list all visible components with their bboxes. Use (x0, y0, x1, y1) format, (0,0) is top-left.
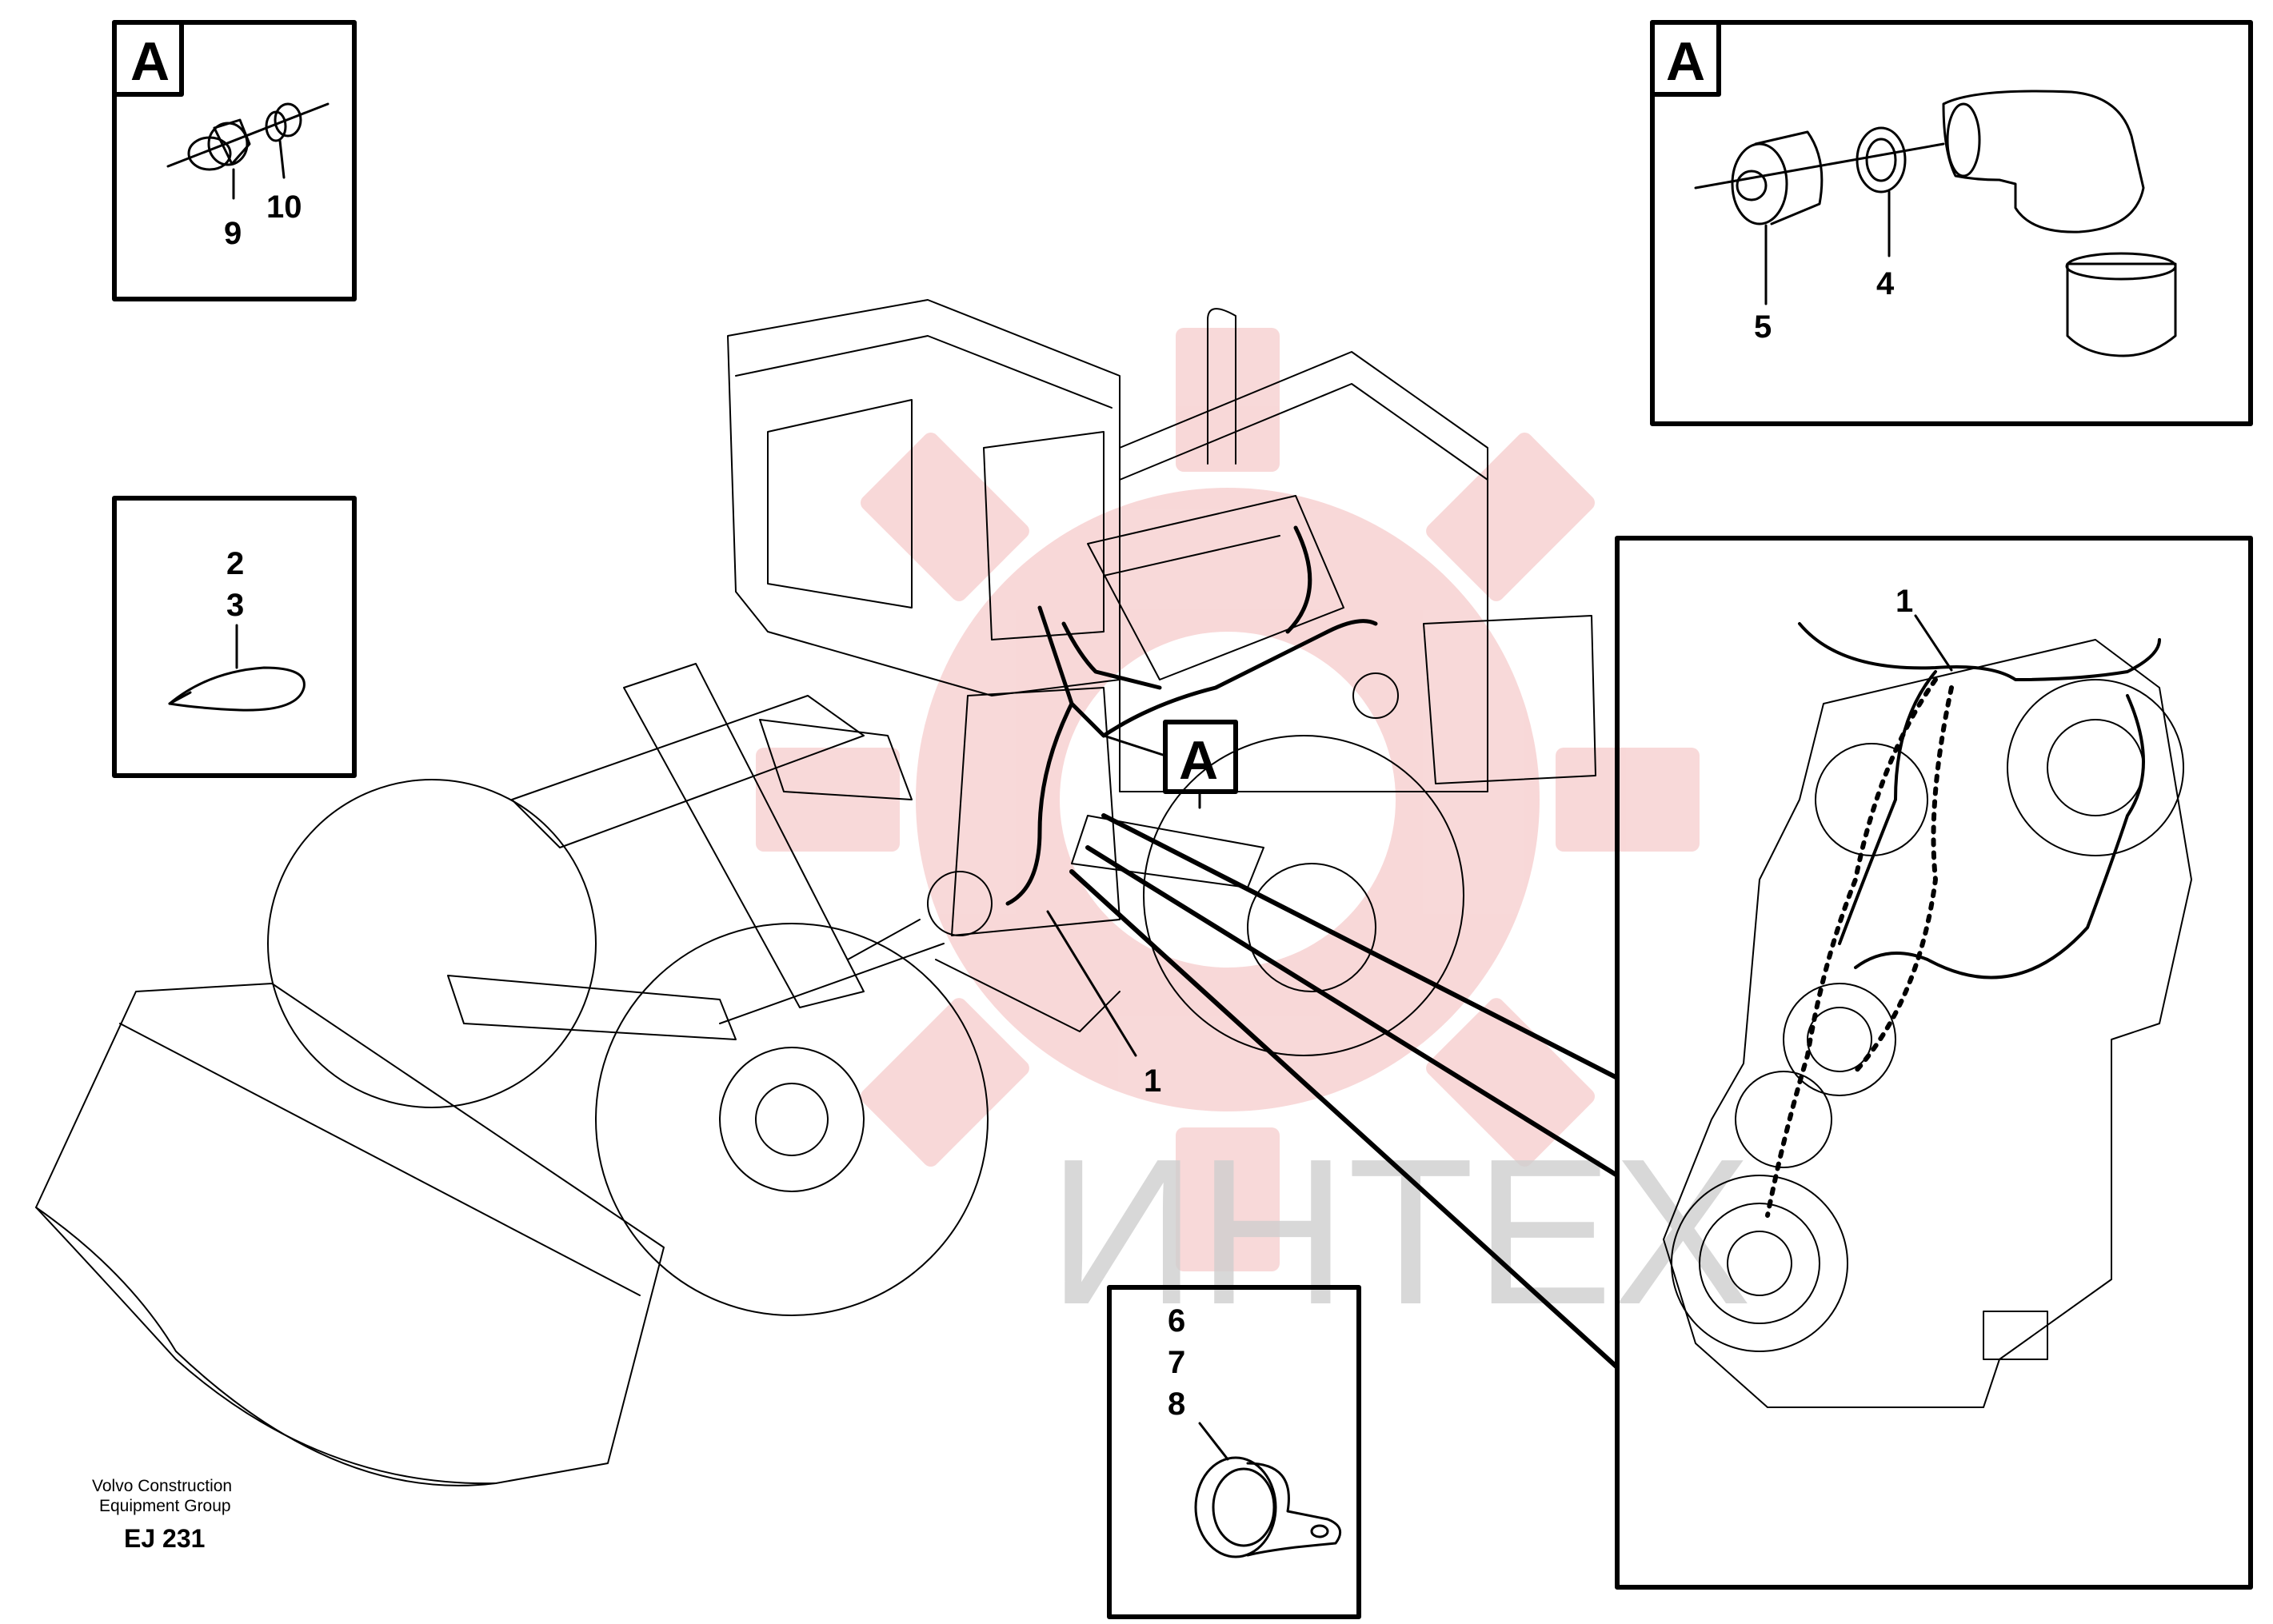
watermark: ИНТЕХ (756, 328, 1752, 1348)
inset-top-right: A 5 4 (1650, 20, 2253, 426)
harness-detail-dashed (1765, 677, 1954, 1218)
detail-marker: A (1102, 720, 1238, 809)
harness-detail (1798, 622, 2161, 980)
cable-tie-icon (168, 624, 306, 712)
company-name: Volvo Construction (92, 1477, 232, 1495)
part-label: 8 (1168, 1387, 1185, 1422)
inset-top-left: A 9 10 (112, 20, 357, 301)
part-label: 1 (1144, 1063, 1161, 1099)
part-label: 6 (1168, 1303, 1185, 1339)
wiring-harness (1005, 525, 1378, 906)
drawing-code: EJ 231 (124, 1524, 205, 1553)
part-label: 5 (1754, 309, 1772, 345)
inset-letter: A (130, 31, 170, 92)
part-label: 4 (1876, 266, 1895, 301)
connector-icon (1694, 90, 2177, 357)
part-label: 1 (1895, 584, 1913, 619)
wheel-loader-drawing (35, 299, 1596, 1486)
part-label: 3 (226, 588, 244, 623)
detail-letter: A (1179, 730, 1218, 791)
inset-bottom: 6 7 8 (1107, 1285, 1361, 1619)
part-label: 9 (224, 216, 242, 251)
watermark-text: ИНТЕХ (1048, 1116, 1752, 1348)
part-label: 7 (1168, 1345, 1185, 1380)
part-label: 10 (266, 190, 302, 225)
clamp-icon (1194, 1422, 1342, 1558)
footer: Volvo Construction Equipment Group EJ 23… (92, 1477, 232, 1553)
projection-lines (1069, 813, 1620, 1370)
leader-part-1: 1 (1046, 910, 1161, 1099)
connector-icon (166, 102, 330, 200)
transmission-drawing (1663, 639, 2192, 1408)
inset-mid-left: 2 3 (112, 496, 357, 778)
company-name-line2: Equipment Group (99, 1497, 231, 1515)
inset-letter: A (1666, 31, 1705, 92)
part-label: 2 (226, 546, 244, 581)
inset-detail-right: 1 (1615, 536, 2253, 1590)
